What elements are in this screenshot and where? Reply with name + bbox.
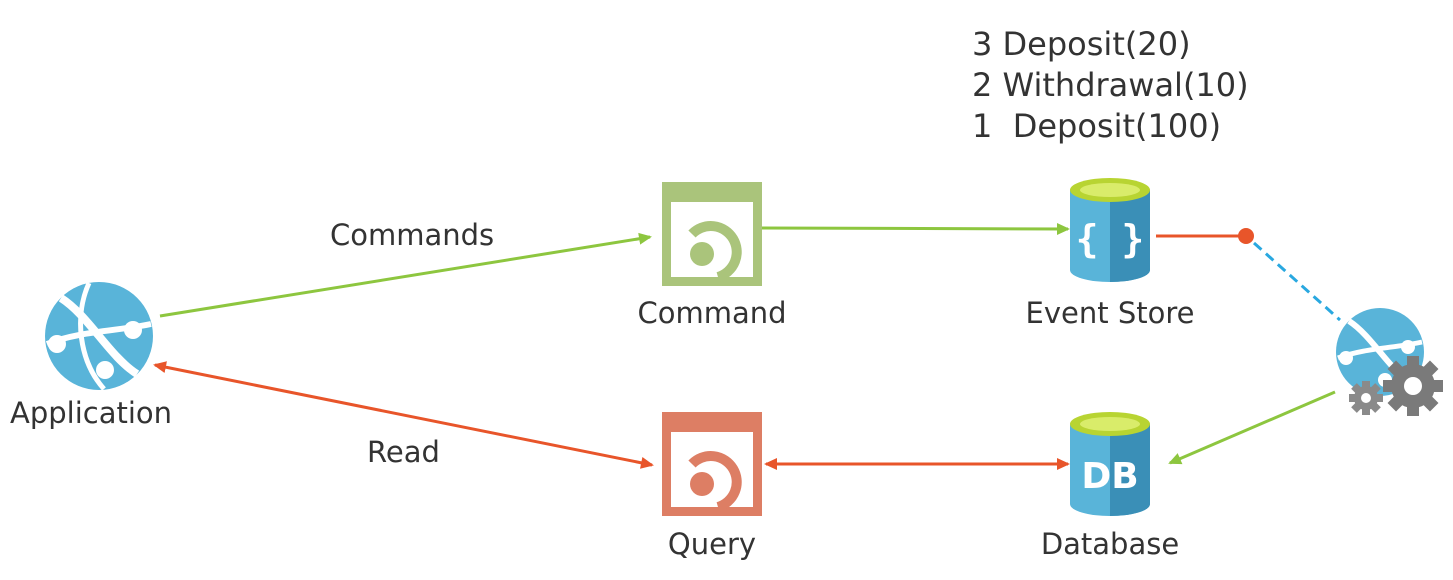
event-list: 3 Deposit(20) 2 Withdrawal(10) 1 Deposit… <box>972 24 1249 147</box>
query-api-icon <box>662 412 762 516</box>
web-app-globe-icon <box>45 281 153 391</box>
large-gear-icon <box>1383 356 1443 416</box>
edge-query-to-app <box>153 361 654 469</box>
sql-database-icon <box>1070 412 1150 516</box>
edge-processor-to-database <box>1168 390 1336 465</box>
edge-label-read: Read <box>367 435 440 469</box>
edge-command-to-eventstore <box>761 222 1070 235</box>
database-glyph: DB <box>1081 456 1138 497</box>
node-label-command: Command <box>637 296 787 330</box>
edge-label-commands: Commands <box>330 218 495 252</box>
event-item: 3 Deposit(20) <box>972 25 1191 63</box>
edge-subscription-dashed <box>1252 241 1342 322</box>
edge-app-to-command <box>159 232 652 318</box>
event-item: 1 Deposit(100) <box>972 107 1222 145</box>
event-item: 2 Withdrawal(10) <box>972 66 1249 104</box>
node-label-database: Database <box>1040 527 1180 561</box>
node-label-application: Application <box>10 396 173 430</box>
command-api-icon <box>662 182 762 286</box>
document-db-icon <box>1070 178 1150 282</box>
small-gear-icon <box>1349 381 1383 415</box>
node-label-query: Query <box>667 527 757 561</box>
subscription-dot <box>1238 228 1254 244</box>
event-store-glyph: { } <box>1076 217 1145 261</box>
node-label-event-store: Event Store <box>1025 296 1195 330</box>
